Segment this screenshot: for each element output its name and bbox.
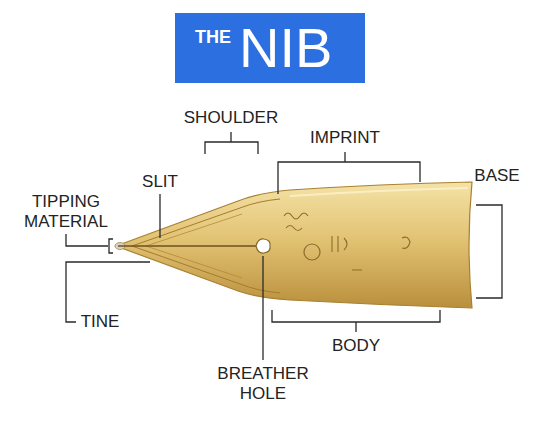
part-label: BODY — [321, 336, 391, 356]
breather-hole — [256, 239, 270, 253]
imprint-logo — [304, 244, 320, 260]
tipping-leader — [66, 234, 113, 253]
nib-shading — [290, 188, 468, 196]
nib-outline — [116, 182, 472, 308]
nib-slit — [118, 245, 256, 246]
title-word: NIB — [239, 18, 332, 78]
leader-lines — [66, 132, 502, 360]
body-bracket — [272, 310, 440, 332]
part-label: TINE — [75, 312, 125, 332]
imprint-engraving — [284, 213, 410, 270]
part-label: IMPRINT — [295, 128, 395, 148]
part-label: SHOULDER — [176, 108, 286, 128]
title-prefix: THE — [195, 27, 231, 47]
part-label: BASE — [462, 166, 532, 186]
part-label: BREATHER HOLE — [201, 364, 325, 404]
title-box: THE NIB — [175, 13, 365, 83]
base-bracket — [476, 205, 502, 298]
imprint-bracket — [278, 152, 420, 194]
breather-leader — [262, 256, 263, 360]
part-label: SLIT — [130, 172, 190, 192]
shoulder-bracket — [205, 132, 258, 154]
part-label: TIPPING MATERIAL — [7, 192, 125, 232]
slit-leader — [159, 194, 160, 238]
